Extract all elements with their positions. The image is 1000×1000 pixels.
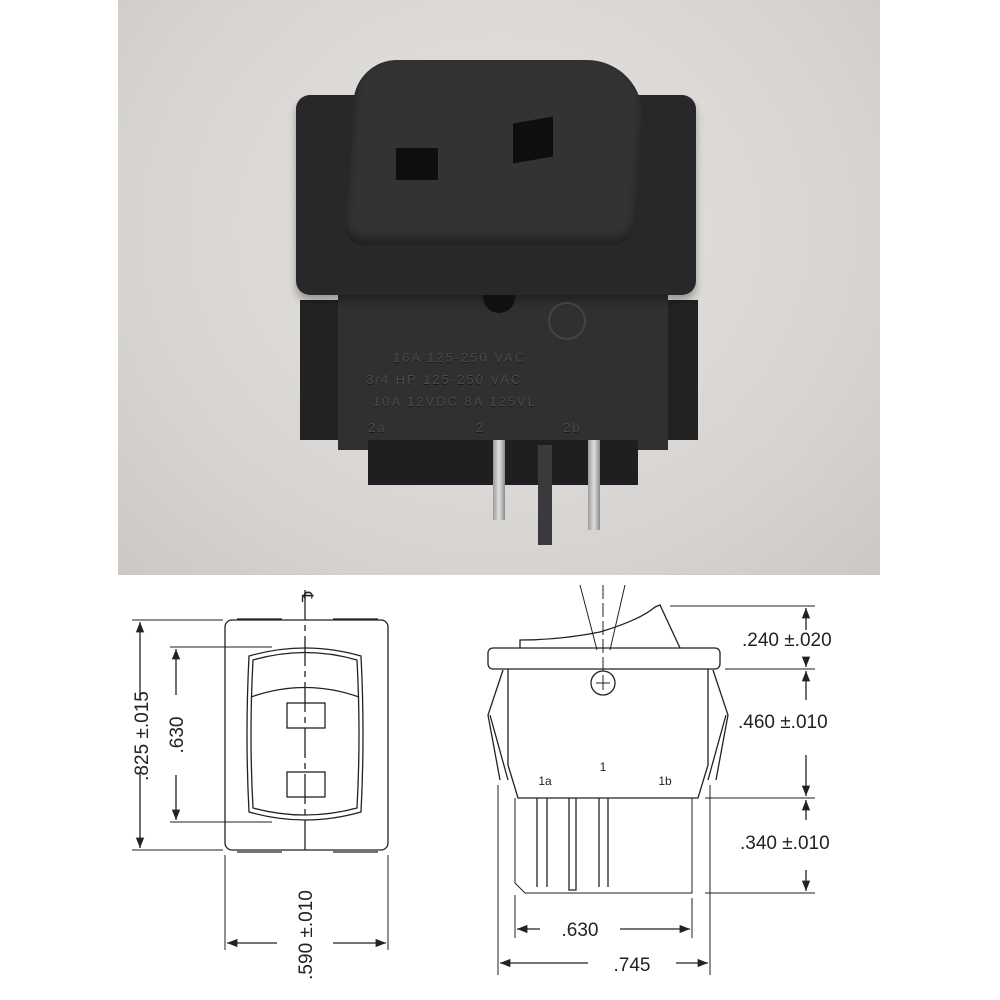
dim-630-side-label: .630 [562,920,599,941]
terminal-label-1: 1 [600,760,607,774]
terminal-label-1b: 1b [658,774,672,788]
mounting-hole [483,295,515,313]
dim-340-label: .340 ±.010 [740,833,830,854]
dim-460-label: .460 ±.010 [738,712,828,733]
dim-825-label: .825 ±.015 [132,691,153,781]
centerline-symbol: ℄ [298,591,315,603]
bezel-outline [224,619,389,851]
base-block [514,798,693,894]
pin-right [588,440,600,530]
dim-745-label: .745 [614,955,651,976]
rocker-outline [246,647,364,821]
tabs [237,618,378,853]
switch-side-clip-left [300,300,340,440]
flange [487,647,721,670]
rocker-square-left [396,148,438,180]
pins [536,798,609,891]
terminal-mark-right: 2b [563,420,582,435]
rating-line-3: 10A 12VDC 8A 125VL [373,394,537,409]
spring-clips [487,669,729,781]
pin-left [493,440,505,520]
terminal-mark-center: 2 [476,420,486,435]
pivot-circle [590,670,616,696]
pin-center [538,445,552,545]
actuator-square-2 [286,771,326,798]
actuator-square-1 [286,702,326,729]
dim-240-label: .240 ±.020 [742,630,832,651]
rocker-inner-outline [250,651,360,816]
rating-line-1: 16A 125-250 VAC [393,350,527,365]
side-view: 1a 1 1b .240 ±.020 .460 ±.010 .340 ±.010… [487,584,832,976]
product-photo: 16A 125-250 VAC 3/4 HP 125-250 VAC 10A 1… [118,0,880,575]
pivot-lines [579,584,626,651]
dim-590-label: .590 ±.010 [296,890,317,980]
terminal-label-1a: 1a [538,774,552,788]
switch-housing [338,290,668,450]
top-view: ℄ .825 ±.015 .630 .590 ±.010 [132,590,388,980]
dim-630-label: .630 [167,717,188,754]
terminal-mark-left: 2a [368,420,387,435]
rating-line-2: 3/4 HP 125-250 VAC [366,372,523,387]
rocker-profile [519,604,681,649]
csa-logo [548,302,586,340]
